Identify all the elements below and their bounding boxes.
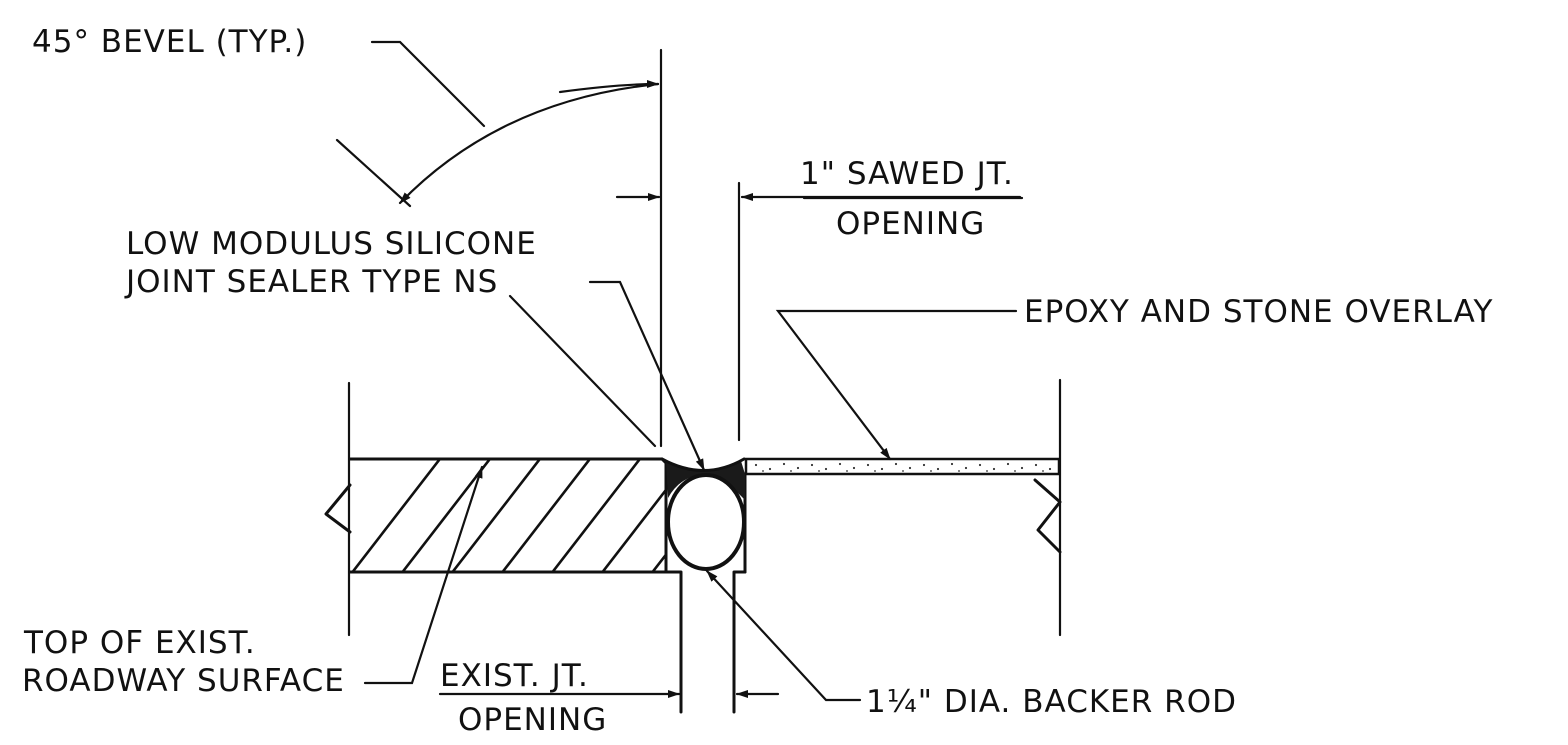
slab-hatching [350, 459, 666, 572]
bevel-label: 45° BEVEL (TYP.) [32, 24, 307, 60]
overlay-leader [775, 309, 1018, 461]
existing-joint-wall-left [664, 570, 683, 714]
epoxy-overlay-layer [744, 457, 1061, 476]
bevel-angle-arc-arrow [558, 80, 660, 94]
sealer-label-line1: LOW MODULUS SILICONE [126, 226, 537, 262]
overlay-stone-texture [754, 462, 1052, 472]
left-zigzag-break [324, 483, 352, 534]
exist-joint-label-line1: EXIST. JT. [440, 658, 589, 694]
sawed-joint-label-line2: OPENING [836, 206, 985, 242]
existing-joint-wall-right [732, 570, 747, 714]
top-surface-label-line1: TOP OF EXIST. [23, 625, 256, 661]
bevel-leader [370, 40, 486, 128]
silicone-joint-sealer [666, 461, 745, 500]
exist-joint-label-line2: OPENING [458, 702, 607, 738]
right-zigzag-break [1033, 478, 1062, 554]
backer-rod-circle [666, 473, 746, 571]
sawed-joint-label-line1: 1" SAWED JT. [800, 156, 1014, 192]
bevel-reference-line [335, 138, 412, 208]
top-surface-label-line2: ROADWAY SURFACE [22, 663, 345, 699]
bevel-angle-arc [398, 82, 660, 205]
backer-rod-label: 1¼" DIA. BACKER ROD [866, 684, 1237, 720]
backer-rod-leader [705, 569, 862, 702]
sealer-leader-to-sealant [588, 280, 706, 472]
existing-slab-left [324, 457, 668, 574]
top-surface-leader [363, 465, 484, 685]
existing-slab-right [743, 457, 1062, 574]
sealer-label-line2: JOINT SEALER TYPE NS [124, 264, 498, 300]
sealer-leader-to-bevel [508, 294, 657, 448]
overlay-label: EPOXY AND STONE OVERLAY [1024, 294, 1493, 330]
